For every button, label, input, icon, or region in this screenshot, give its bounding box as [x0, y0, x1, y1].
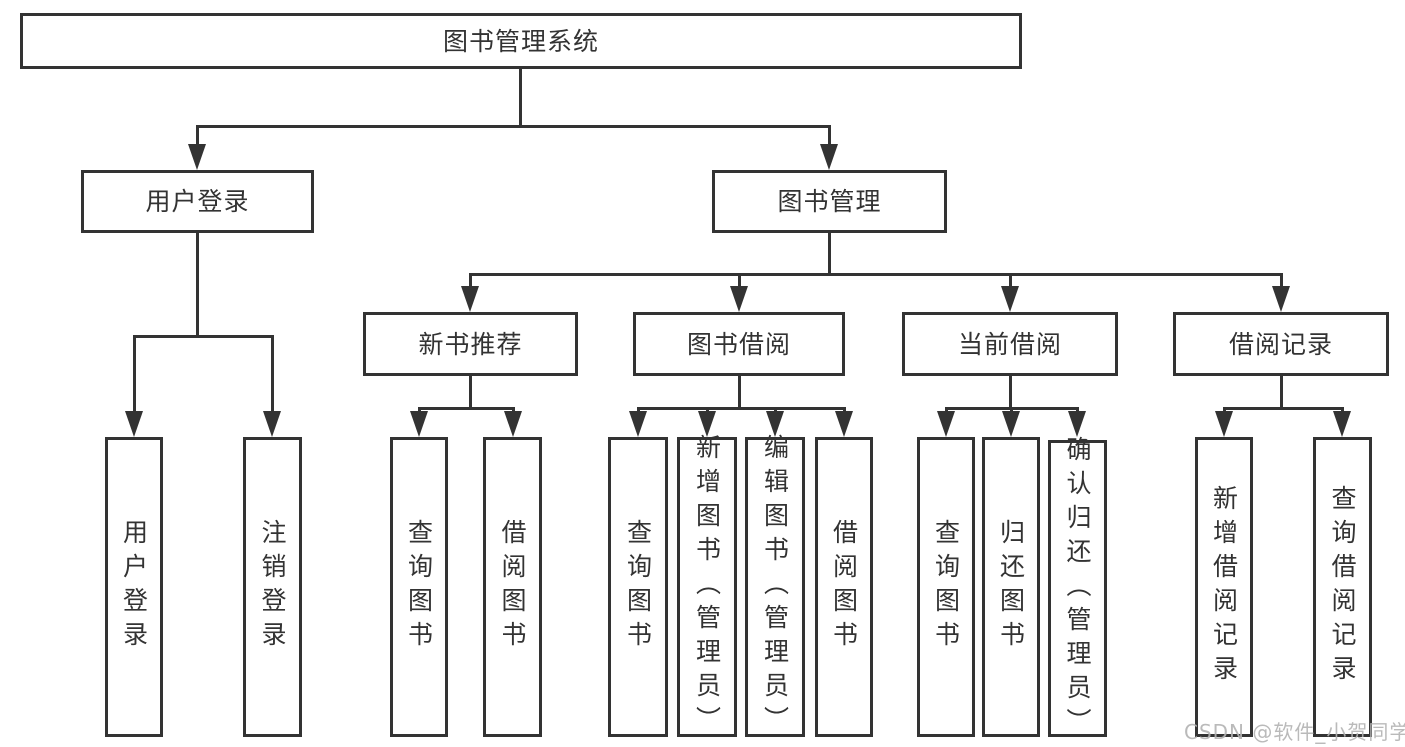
connector-line [828, 125, 831, 146]
connector-line [512, 407, 515, 413]
connector-line [469, 273, 1283, 276]
node-book-borrow-label: 图书借阅 [686, 329, 791, 359]
leaf-label: 用户登录 [119, 519, 149, 655]
leaf-query-books: 查询图书 [390, 437, 448, 737]
connector-line [1280, 376, 1283, 407]
leaf-label: 新增图书（管理员） [692, 434, 722, 740]
leaf-label: 查询图书 [623, 519, 653, 655]
connector-line [1280, 273, 1283, 288]
node-book-management: 图书管理 [712, 170, 947, 233]
leaf-label: 归还图书 [996, 519, 1026, 655]
connector-line [196, 125, 199, 146]
connector-line [738, 376, 741, 407]
leaf-label: 确认归还（管理员） [1063, 435, 1092, 742]
connector-line [637, 407, 640, 413]
leaf-query-books: 查询图书 [608, 437, 668, 737]
connector-line [1341, 407, 1344, 413]
leaf-query-books: 查询图书 [917, 437, 975, 737]
arrow-down-icon [263, 411, 281, 437]
node-book-borrow: 图书借阅 [633, 312, 845, 376]
leaf-label: 编辑图书（管理员） [760, 434, 790, 740]
leaf-label: 新增借阅记录 [1209, 485, 1239, 689]
arrow-down-icon [1333, 411, 1351, 437]
connector-line [196, 125, 831, 128]
connector-line [1010, 407, 1013, 413]
node-current-borrow-label: 当前借阅 [957, 329, 1062, 359]
leaf-add-books-admin: 新增图书（管理员） [677, 434, 737, 740]
leaf-logout: 注销登录 [243, 437, 302, 737]
arrow-down-icon [698, 411, 716, 437]
node-borrow-records-label: 借阅记录 [1228, 329, 1333, 359]
leaf-confirm-return-admin: 确认归还（管理员） [1048, 436, 1107, 742]
node-new-book-recommend: 新书推荐 [363, 312, 578, 376]
connector-line [418, 407, 515, 410]
connector-line [1076, 407, 1079, 413]
connector-line [1009, 376, 1012, 407]
leaf-label: 查询图书 [931, 519, 961, 655]
leaf-edit-books-admin: 编辑图书（管理员） [745, 434, 805, 740]
leaf-query-borrow-record: 查询借阅记录 [1313, 437, 1372, 737]
leaf-borrow-books: 借阅图书 [483, 437, 542, 737]
leaf-label: 查询借阅记录 [1328, 485, 1357, 689]
arrow-down-icon [1068, 411, 1086, 437]
connector-line [1223, 407, 1226, 413]
arrow-down-icon [410, 411, 428, 437]
connector-line [271, 335, 274, 413]
node-user-login: 用户登录 [81, 170, 314, 233]
arrow-down-icon [1215, 411, 1233, 437]
arrow-down-icon [629, 411, 647, 437]
connector-line [828, 233, 831, 273]
leaf-borrow-books: 借阅图书 [815, 437, 873, 737]
node-root: 图书管理系统 [20, 13, 1022, 69]
connector-line [469, 376, 472, 407]
node-book-management-label: 图书管理 [777, 187, 882, 216]
node-current-borrow: 当前借阅 [902, 312, 1118, 376]
arrow-down-icon [820, 144, 838, 170]
leaf-label: 查询图书 [404, 519, 434, 655]
leaf-return-books: 归还图书 [982, 437, 1040, 737]
connector-line [945, 407, 948, 413]
leaf-label: 借阅图书 [498, 519, 527, 655]
connector-line [133, 335, 136, 413]
connector-line [469, 273, 472, 288]
connector-line [843, 407, 846, 413]
arrow-down-icon [730, 286, 748, 312]
connector-line [738, 273, 741, 288]
leaf-user-login: 用户登录 [105, 437, 163, 737]
connector-line [706, 407, 709, 413]
leaf-label: 借阅图书 [829, 519, 859, 655]
node-borrow-records: 借阅记录 [1173, 312, 1389, 376]
leaf-label: 注销登录 [258, 519, 287, 655]
connector-line [196, 233, 199, 335]
arrow-down-icon [937, 411, 955, 437]
connector-line [774, 407, 777, 413]
connector-line [1009, 273, 1012, 288]
leaf-add-borrow-record: 新增借阅记录 [1195, 437, 1253, 737]
arrow-down-icon [1272, 286, 1290, 312]
node-new-book-recommend-label: 新书推荐 [418, 329, 523, 359]
connector-line [418, 407, 421, 413]
connector-line [133, 335, 274, 338]
connector-line [637, 407, 846, 410]
arrow-down-icon [1002, 411, 1020, 437]
connector-line [519, 68, 522, 125]
arrow-down-icon [1001, 286, 1019, 312]
arrow-down-icon [461, 286, 479, 312]
arrow-down-icon [188, 144, 206, 170]
node-user-login-label: 用户登录 [145, 187, 250, 216]
arrow-down-icon [125, 411, 143, 437]
watermark: CSDN @软件_小贺同学 [1184, 720, 1405, 744]
arrow-down-icon [835, 411, 853, 437]
arrow-down-icon [766, 411, 784, 437]
node-root-label: 图书管理系统 [442, 26, 599, 56]
connector-line [1223, 407, 1344, 410]
arrow-down-icon [504, 411, 522, 437]
